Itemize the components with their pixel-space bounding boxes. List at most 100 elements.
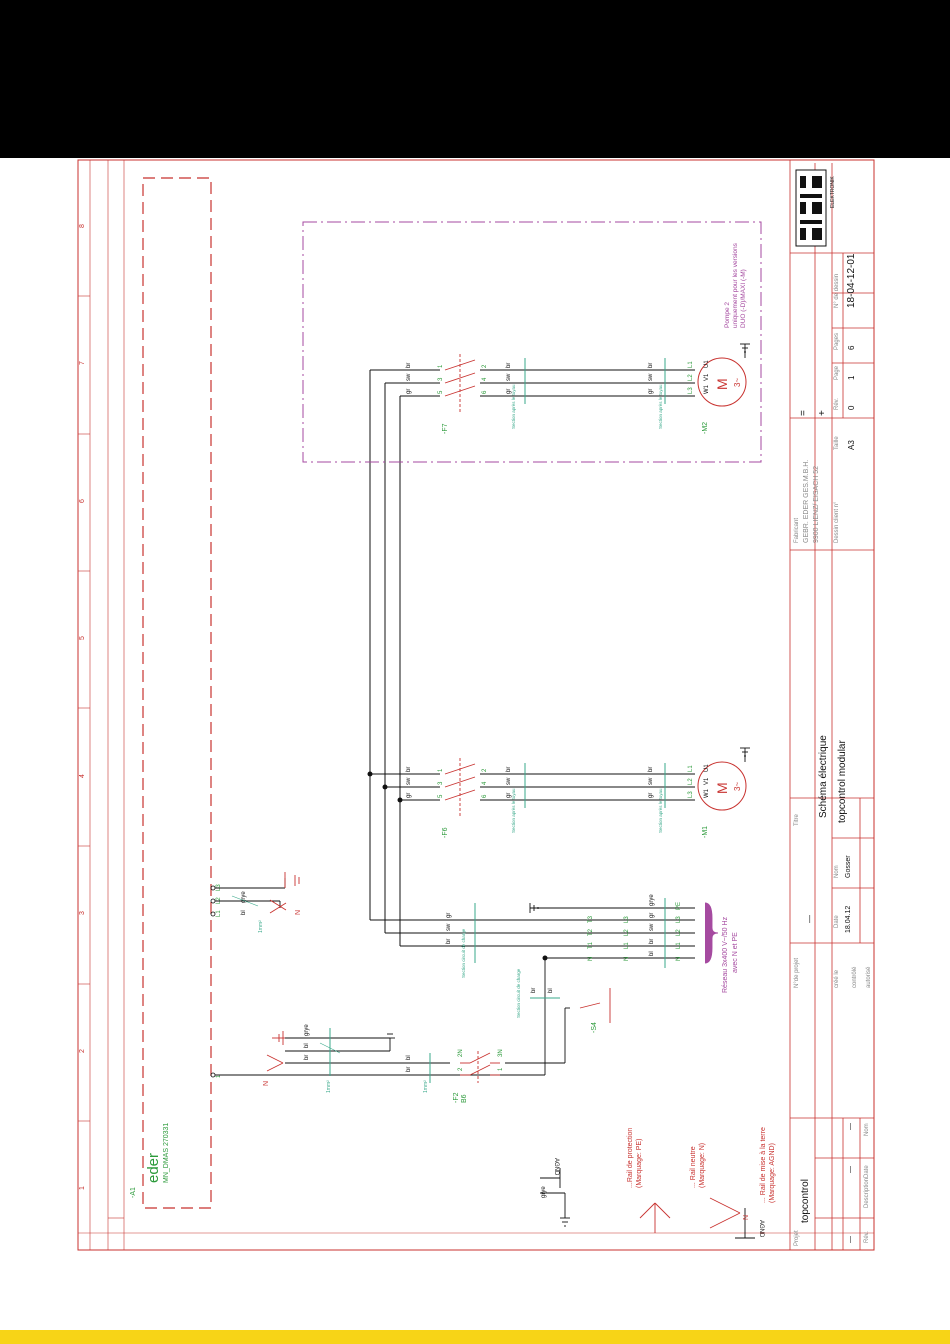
client-drawing-label: Dessin client n° — [834, 501, 840, 543]
n-term-label-2: N — [624, 957, 630, 961]
l2-label-2: L2 — [676, 929, 682, 936]
pump2-line-3: DUO (-D)/MAXI (-M) — [740, 269, 747, 328]
f2-rating: B6 — [461, 1094, 468, 1103]
wire-sw-p1b: sw — [506, 777, 512, 785]
f6-term-2: 2 — [482, 768, 488, 772]
p1-section-a: Section après le tuyau — [511, 788, 516, 833]
f2-term-3n: 3N — [498, 1049, 504, 1057]
m2-letter: M — [714, 378, 730, 390]
project-label: Projet — [794, 1230, 800, 1246]
wire-bl-b: bl — [304, 1043, 310, 1048]
m2-label: -M2 — [702, 422, 709, 434]
legend-agnd-2: (Marquage: AGND) — [769, 1143, 776, 1203]
s4-section-label: Section circuit de charge — [516, 968, 521, 1018]
f7-term-6: 6 — [482, 390, 488, 394]
grid-number-2: 2 — [79, 1049, 86, 1053]
created-by: Gosser — [845, 855, 852, 878]
m1-letter: M — [714, 782, 730, 794]
a1-brand: eder — [145, 1153, 162, 1183]
f7-term-2: 2 — [482, 364, 488, 368]
mains-section-label: Section circuit de charge — [461, 928, 466, 978]
t1-label: T1 — [588, 941, 594, 949]
m1-label: -M1 — [702, 826, 709, 838]
dash-1: — — [847, 1123, 854, 1130]
wire-sw-p1c: sw — [648, 777, 654, 785]
checked-label: contrôlé — [852, 966, 858, 988]
p1-section-b: Section après le tuyau — [658, 788, 663, 833]
wire-br-p1b: br — [506, 767, 512, 772]
p2-section-a: Section après le tuyau — [511, 384, 516, 429]
size-value: A3 — [847, 440, 856, 450]
wire-bl-s4: bl — [548, 988, 554, 993]
date-header: Date — [834, 915, 840, 928]
top-black-bar — [0, 0, 950, 158]
page-value: 1 — [847, 375, 856, 380]
schematic-sheet: 8 7 6 5 4 3 2 1 -A1 eder MN_DMAS 270331 … — [77, 159, 875, 1251]
l1-label-2: L1 — [676, 942, 682, 949]
title-line-1: Schéma électrique — [818, 735, 829, 818]
pump2-optional-box — [302, 221, 762, 463]
f7-term-1: 1 — [438, 364, 444, 368]
wire-br-p2c: br — [648, 363, 654, 368]
a1-term-l1: L1 — [216, 910, 222, 917]
p2-term-l3: L3 — [688, 387, 694, 394]
manufacturer-line-1: GEBR. EDER GES.M.B.H. — [803, 460, 810, 543]
f7-term-4: 4 — [482, 377, 488, 381]
rev-col-label: Rév. — [864, 1231, 870, 1243]
wire-br-p2b: br — [506, 363, 512, 368]
f6-term-4: 4 — [482, 781, 488, 785]
wire-gr-m1: gr — [446, 913, 452, 918]
terminal-size-b: 1mm² — [326, 1080, 332, 1093]
company-name: ELEKTRONIK — [830, 176, 836, 208]
f2-term-2n: 2N — [458, 1049, 464, 1057]
wire-br-b: br — [304, 1055, 310, 1060]
wire-gr-p1c: gr — [648, 793, 654, 798]
wire-br-c: br — [406, 1067, 412, 1072]
drawing-number-value: 18-04-12-01 — [846, 253, 857, 308]
n-label-left: N — [263, 1081, 270, 1086]
wire-grye-a: grye — [241, 891, 247, 903]
p2-term-l2: L2 — [688, 374, 694, 381]
pe-term-label: PE — [676, 902, 682, 910]
n-label-top: N — [295, 910, 302, 915]
legend-n-letter: N — [743, 1215, 750, 1220]
wire-bl-c: bl — [406, 1055, 412, 1060]
wire-grye-b: grye — [304, 1024, 310, 1036]
m2-w1: W1 — [704, 384, 710, 394]
legend-agnd-label: AGND — [758, 1220, 764, 1238]
wire-sw-mains: sw — [649, 923, 655, 931]
terminal-size-c: 1mm² — [423, 1080, 429, 1093]
grid-number-8: 8 — [79, 224, 86, 228]
network-line-2: avec N et PE — [732, 932, 739, 973]
eq-sign: = — [798, 410, 809, 416]
revision-value: 0 — [847, 405, 856, 410]
wire-sw-p2b: sw — [506, 373, 512, 381]
legend-grye: grye — [541, 1186, 547, 1198]
n-term-label: N — [588, 957, 594, 961]
wire-br-p2: br — [406, 363, 412, 368]
grid-number-3: 3 — [79, 911, 86, 915]
pages-value: 6 — [847, 345, 856, 350]
f2-term-2: 2 — [458, 1067, 464, 1071]
wire-br-p1: br — [406, 767, 412, 772]
project-value: topcontrol — [800, 1179, 811, 1223]
manufacturer-label: Fabricant — [794, 518, 800, 543]
drawing-number-label: N° de dessin — [834, 274, 840, 308]
title-line-2: topcontrol modular — [837, 740, 848, 823]
wire-sw-p2: sw — [406, 373, 412, 381]
wire-gr-p2c: gr — [648, 389, 654, 394]
page-label: Page — [834, 365, 840, 380]
p1-term-l2: L2 — [688, 778, 694, 785]
grid-number-7: 7 — [79, 361, 86, 365]
wire-bl-mains: bl — [649, 951, 655, 956]
legend-pe-1: ...Rail de protection — [627, 1128, 634, 1188]
project-number-value: — — [805, 915, 814, 923]
motor-m1 — [697, 761, 747, 811]
t3-label: T3 — [588, 915, 594, 923]
wire-sw-p1: sw — [406, 777, 412, 785]
grid-number-4: 4 — [79, 774, 86, 778]
legend-pe-2: (Marquage: PE) — [636, 1139, 643, 1188]
wire-sw-m1: sw — [446, 923, 452, 931]
p2-term-l1: L1 — [688, 361, 694, 368]
f2-term-1: 1 — [498, 1067, 504, 1071]
